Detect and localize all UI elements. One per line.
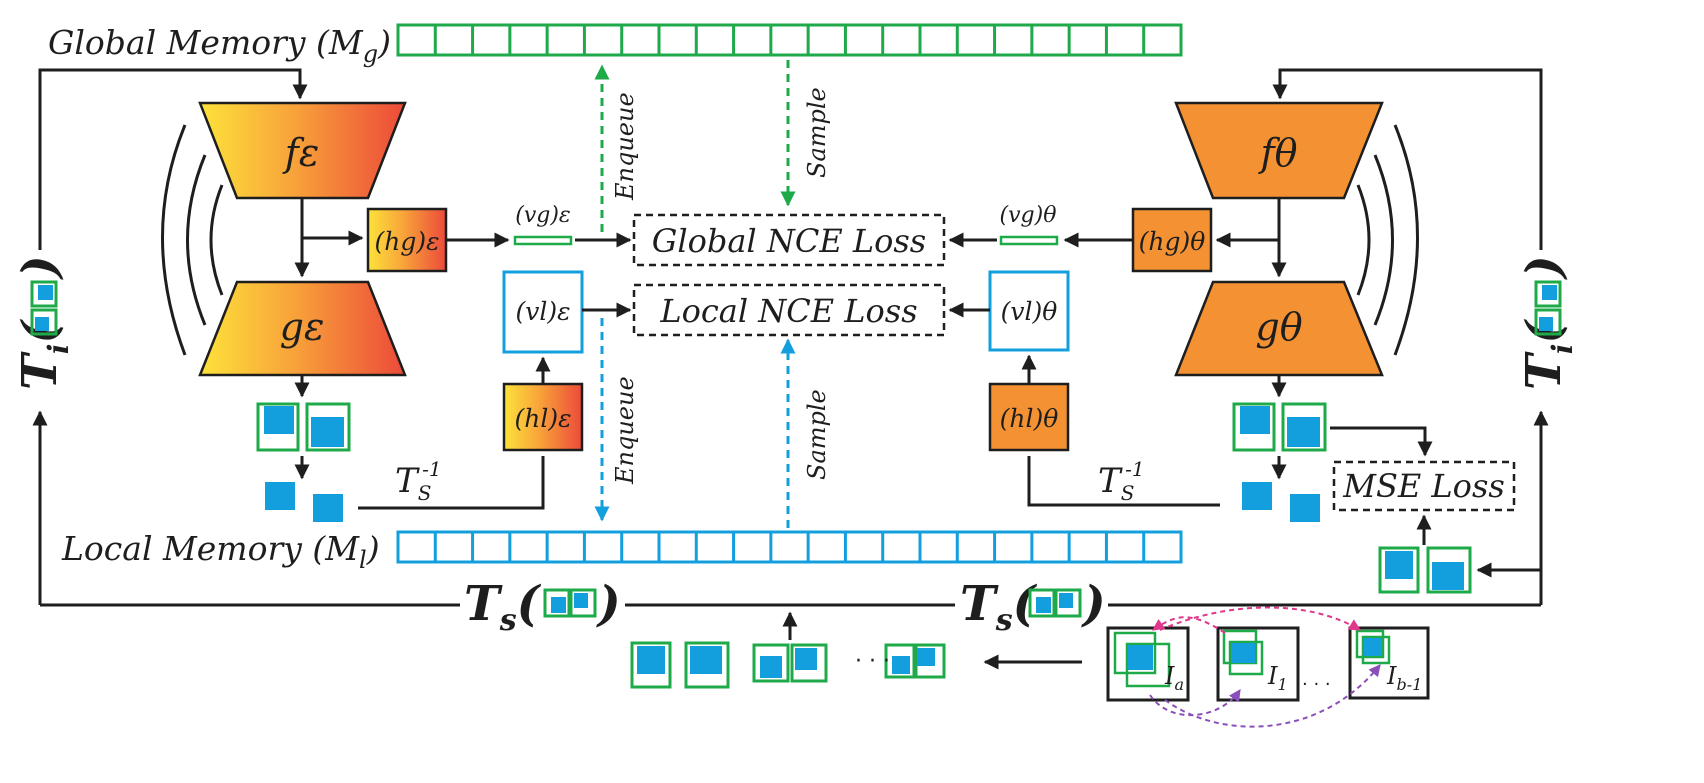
left-arc-1 bbox=[161, 124, 187, 356]
svg-text:): ) bbox=[596, 576, 621, 632]
left-arc-2 bbox=[186, 154, 207, 326]
left-arc-3 bbox=[209, 184, 224, 296]
local-nce-loss: Local NCE Loss bbox=[632, 283, 946, 337]
hg-epsilon-head: (hg)ε bbox=[366, 207, 448, 273]
vl-epsilon-vector: (vl)ε bbox=[502, 270, 584, 354]
right-inverse-line bbox=[1027, 456, 1220, 507]
vg-epsilon-vector bbox=[513, 235, 573, 246]
global-nce-loss-label: Global NCE Loss bbox=[652, 222, 926, 260]
mse-loss: MSE Loss bbox=[1332, 460, 1516, 512]
purple-swap-arrow-2 bbox=[1164, 664, 1381, 728]
pink-swap-arrow-2 bbox=[1159, 606, 1362, 631]
g-epsilon-encoder: gε bbox=[198, 280, 407, 377]
input-image-1: I1 bbox=[1216, 626, 1300, 702]
right-loop-top-line bbox=[1272, 68, 1543, 250]
mse-loss-label: MSE Loss bbox=[1342, 467, 1505, 505]
svg-text:Ts(: Ts( bbox=[464, 576, 542, 638]
f-epsilon-encoder: fε bbox=[198, 101, 407, 200]
left-output-crops bbox=[256, 402, 351, 452]
g-epsilon-label: gε bbox=[280, 305, 325, 349]
local-nce-loss-label: Local NCE Loss bbox=[659, 292, 917, 330]
input-image-b: Ib-1 bbox=[1348, 626, 1430, 700]
right-ts-transform: Ts( ) bbox=[960, 576, 1106, 638]
vg-epsilon-label: (vg)ε bbox=[515, 203, 570, 228]
left-ti-crop-1-fill bbox=[35, 317, 49, 331]
vg-theta-vector bbox=[999, 235, 1059, 246]
input-image-a: Ia bbox=[1106, 626, 1190, 702]
hl-theta-label: (hl)θ bbox=[1000, 404, 1059, 433]
hl-epsilon-label: (hl)ε bbox=[514, 404, 571, 433]
right-ti-symbol: Ti( bbox=[1516, 319, 1579, 390]
svg-text:): ) bbox=[1081, 576, 1106, 632]
hg-theta-head: (hg)θ bbox=[1131, 207, 1213, 273]
svg-text:Ia: Ia bbox=[1164, 662, 1184, 694]
vl-theta-vector: (vl)θ bbox=[988, 270, 1070, 352]
enqueue-local-label: Enqueue bbox=[611, 376, 639, 485]
svg-text:Ts(: Ts( bbox=[960, 576, 1038, 638]
left-inverse-transform: TS-1 bbox=[395, 457, 442, 505]
global-memory: Global Memory (Mg) bbox=[48, 23, 1183, 68]
f-epsilon-label: fε bbox=[282, 131, 319, 175]
svg-text:): ) bbox=[12, 255, 68, 280]
right-patches bbox=[1242, 482, 1320, 522]
left-ti-crop-2-fill bbox=[38, 285, 53, 300]
global-memory-cells bbox=[396, 23, 1183, 57]
f-theta-label: fθ bbox=[1258, 131, 1298, 175]
hg-epsilon-label: (hg)ε bbox=[374, 227, 439, 256]
image-ellipsis: · · · bbox=[1302, 674, 1331, 695]
left-inverse-line bbox=[358, 456, 545, 510]
right-target-crops bbox=[1378, 546, 1472, 594]
g-theta-encoder: gθ bbox=[1174, 280, 1384, 377]
crop-ellipsis: · · · bbox=[855, 649, 890, 674]
global-nce-loss: Global NCE Loss bbox=[632, 213, 946, 267]
left-ti-crop-1 bbox=[30, 308, 58, 336]
vl-theta-label: (vl)θ bbox=[1001, 297, 1058, 326]
left-patches bbox=[265, 482, 343, 522]
bottom-crop-set bbox=[630, 641, 946, 689]
local-memory-outline bbox=[396, 530, 1183, 564]
left-loop-top-line bbox=[38, 68, 308, 250]
hg-theta-label: (hg)θ bbox=[1139, 227, 1206, 256]
hl-theta-head: (hl)θ bbox=[988, 382, 1070, 452]
pink-swap-arrow-1 bbox=[1152, 616, 1226, 634]
svg-text:I1: I1 bbox=[1267, 662, 1288, 694]
local-memory-cells bbox=[396, 530, 1183, 564]
right-inverse-transform: TS-1 bbox=[1098, 457, 1145, 505]
crops-to-mse-arrow bbox=[1330, 426, 1433, 457]
right-arc-2 bbox=[1373, 154, 1394, 326]
enqueue-global-label: Enqueue bbox=[611, 92, 639, 201]
sample-global-label: Sample bbox=[803, 87, 831, 178]
hl-epsilon-head: (hl)ε bbox=[502, 382, 584, 452]
sample-local-label: Sample bbox=[803, 389, 831, 480]
global-memory-label: Global Memory (Mg) bbox=[48, 23, 391, 68]
left-ts-transform: Ts( ) bbox=[464, 576, 621, 638]
right-arc-1 bbox=[1393, 124, 1419, 356]
g-theta-label: gθ bbox=[1255, 305, 1302, 349]
purple-swap-arrow-1 bbox=[1149, 689, 1241, 716]
svg-text:Ib-1: Ib-1 bbox=[1386, 662, 1422, 694]
svg-text:): ) bbox=[1516, 255, 1572, 280]
local-memory-label: Local Memory (Ml) bbox=[61, 529, 380, 574]
right-ti-transform: Ti( ) bbox=[1516, 255, 1579, 390]
vl-epsilon-label: (vl)ε bbox=[515, 297, 570, 326]
right-output-crops bbox=[1232, 402, 1327, 452]
global-memory-outline bbox=[396, 23, 1183, 57]
f-theta-encoder: fθ bbox=[1174, 101, 1384, 200]
local-memory: Local Memory (Ml) bbox=[61, 529, 1183, 574]
left-ti-crop-2 bbox=[30, 280, 58, 308]
left-ti-transform: Ti( ) bbox=[12, 255, 75, 390]
right-arc-3 bbox=[1356, 184, 1371, 296]
vg-theta-label: (vg)θ bbox=[1000, 203, 1057, 228]
